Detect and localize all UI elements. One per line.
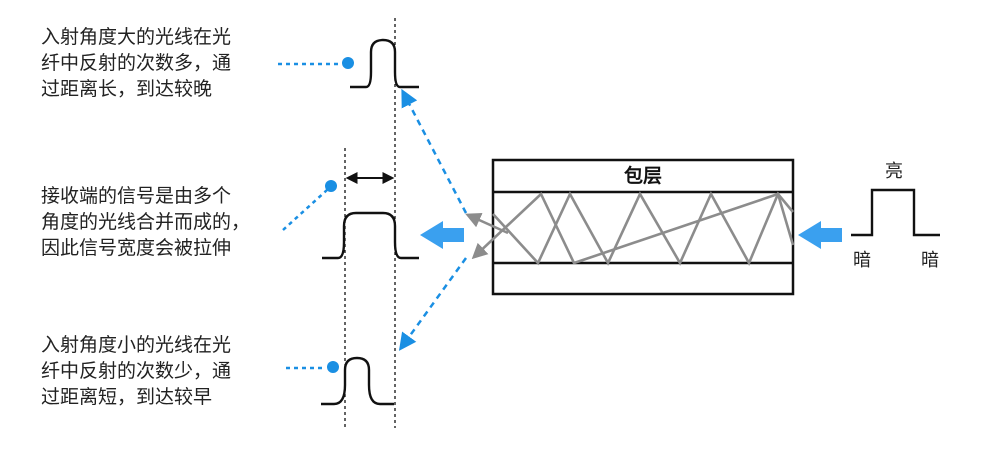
output-light-arrow (420, 221, 464, 249)
high-angle-ray (492, 191, 794, 266)
broadened-pulse-waveform (322, 211, 419, 260)
note-line: 纤中反射的次数多，通 (41, 52, 232, 74)
late-ray-path-arrow (401, 88, 468, 214)
bright-label: 亮 (885, 161, 903, 182)
leader-line-middle (282, 189, 328, 231)
low-angle-ray-exit (465, 213, 509, 235)
input-pulse-waveform (851, 188, 940, 237)
note-line: 入射角度小的光线在光 (41, 334, 232, 356)
leader-dot-middle (325, 180, 337, 192)
note-early-arrival: 入射角度小的光线在光 纤中反射的次数少，通 过距离短，到达较早 (41, 332, 231, 410)
note-line: 角度的光线合并而成的， (41, 211, 251, 233)
cladding-label: 包层 (624, 164, 662, 187)
leader-dot-bottom (327, 361, 339, 373)
note-line: 纤中反射的次数少，通 (41, 360, 232, 382)
note-line: 因此信号宽度会被拉伸 (41, 237, 232, 259)
note-line: 接收端的信号是由多个 (41, 185, 232, 207)
note-line: 过距离长，到达较晚 (41, 78, 213, 100)
late-pulse-waveform (350, 38, 419, 89)
leader-dot-top (342, 57, 354, 69)
note-line: 过距离短，到达较早 (41, 386, 213, 408)
note-late-arrival: 入射角度大的光线在光 纤中反射的次数多，通 过距离长，到达较晚 (41, 24, 231, 102)
dark-label-left: 暗 (853, 250, 871, 271)
early-pulse-waveform (321, 356, 394, 406)
input-light-arrow (798, 221, 842, 249)
dark-label-right: 暗 (921, 250, 939, 271)
note-pulse-broadening: 接收端的信号是由多个 角度的光线合并而成的， 因此信号宽度会被拉伸 (41, 183, 250, 261)
note-line: 入射角度大的光线在光 (41, 26, 232, 48)
optical-fiber (491, 158, 795, 296)
early-ray-path-arrow (398, 257, 468, 351)
low-angle-ray (471, 191, 795, 265)
